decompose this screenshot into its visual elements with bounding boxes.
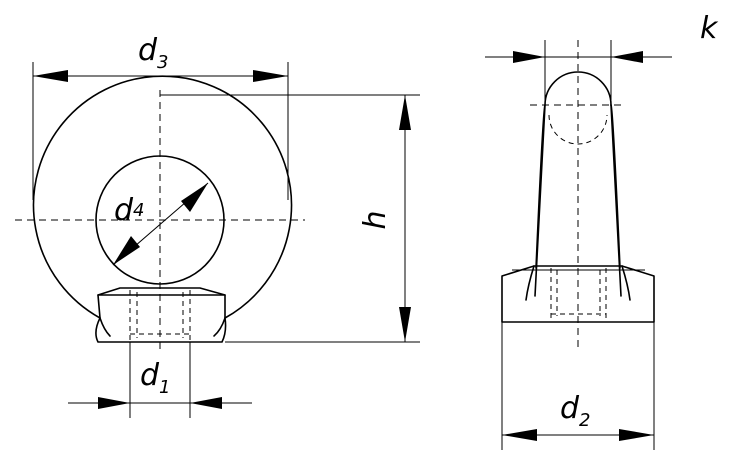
ring-inner-hole <box>95 155 225 285</box>
d2-arrow-right <box>619 429 654 441</box>
k-label: k <box>700 11 719 46</box>
front-view: d3 d4 d1 h <box>15 33 420 418</box>
d2-label: d2 <box>560 391 591 431</box>
side-left-inner-flank <box>535 104 546 269</box>
d4-arrow-upper <box>181 183 208 212</box>
h-arrow-top <box>399 95 411 130</box>
side-base-neck-left <box>525 265 535 301</box>
d3-arrow-left <box>33 70 68 82</box>
base-fillet-right <box>213 317 226 337</box>
eye-hidden-arc <box>548 114 608 145</box>
k-arrow-right <box>611 51 643 63</box>
side-base-neck-right <box>621 265 631 301</box>
side-view: k d2 <box>485 11 719 450</box>
eye-top-arc <box>544 71 612 106</box>
base-block <box>95 287 227 343</box>
side-right-inner-flank <box>610 104 621 269</box>
d1-arrow-left <box>98 397 130 409</box>
ring-outer-contour <box>32 75 293 319</box>
k-arrow-left <box>513 51 545 63</box>
d4-label: d4 <box>114 193 145 228</box>
d3-label: d3 <box>138 33 169 73</box>
d3-arrow-right <box>253 70 288 82</box>
d1-arrow-right <box>190 397 222 409</box>
h-label: h <box>358 210 393 229</box>
d1-label: d1 <box>140 358 171 398</box>
d4-arrow-lower <box>113 236 140 265</box>
h-arrow-bottom <box>399 307 411 342</box>
base-fillet-left <box>99 317 111 337</box>
d2-arrow-left <box>502 429 537 441</box>
